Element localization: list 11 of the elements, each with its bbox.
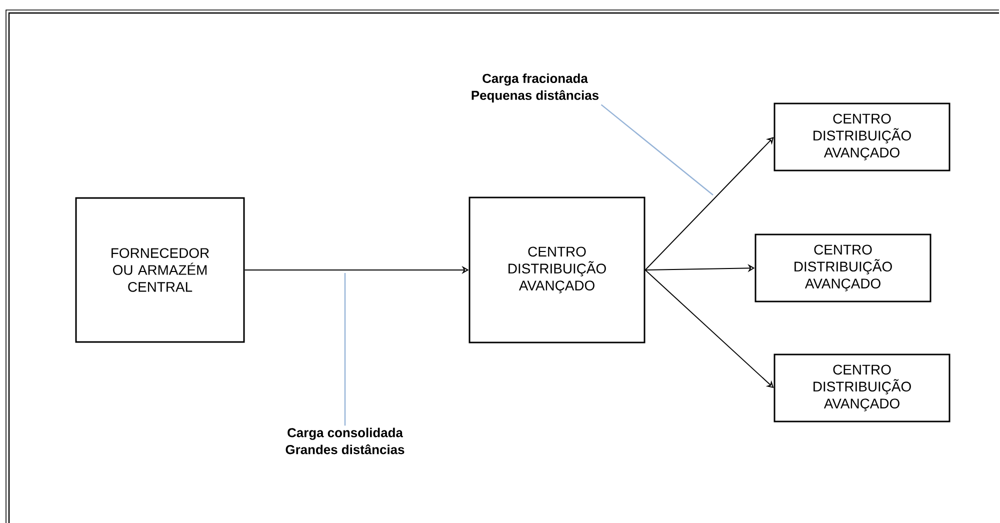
leader-line (600, 104, 714, 196)
annotation-text: Carga fracionada Pequenas distâncias (472, 73, 599, 102)
leader-line (344, 273, 346, 426)
annotation-text: Carga consolidada Grandes distâncias (286, 428, 404, 454)
process-box: CENTRO DISTRIBUIÇÃO AVANÇADO (774, 102, 950, 172)
process-box: CENTRO DISTRIBUIÇÃO AVANÇADO (774, 354, 950, 422)
process-box: CENTRO DISTRIBUIÇÃO AVANÇADO (754, 234, 932, 302)
process-box: CENTRO DISTRIBUIÇÃO AVANÇADO (468, 196, 646, 344)
arrow (644, 137, 774, 270)
arrow (644, 270, 774, 388)
process-box: FORNECEDOR OU ARMAZÉM CENTRAL (75, 197, 245, 343)
